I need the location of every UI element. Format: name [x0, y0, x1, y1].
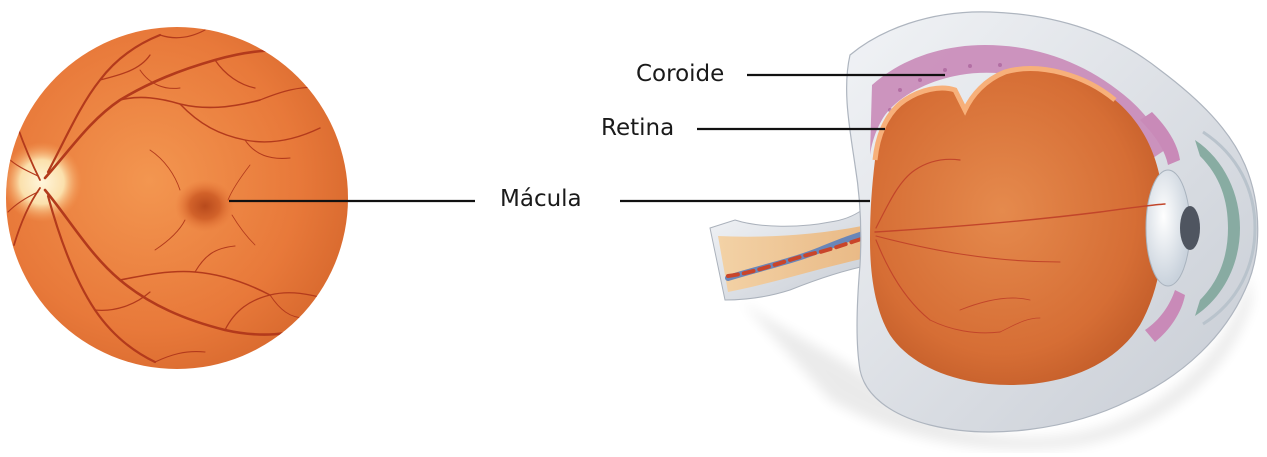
macula-spot	[175, 180, 235, 232]
eye-cross-section	[710, 12, 1258, 450]
label-retina: Retina	[601, 117, 674, 140]
optic-disc	[2, 142, 82, 222]
fundus-image	[2, 27, 348, 369]
label-macula: Mácula	[500, 188, 582, 211]
label-coroide: Coroide	[636, 63, 724, 86]
